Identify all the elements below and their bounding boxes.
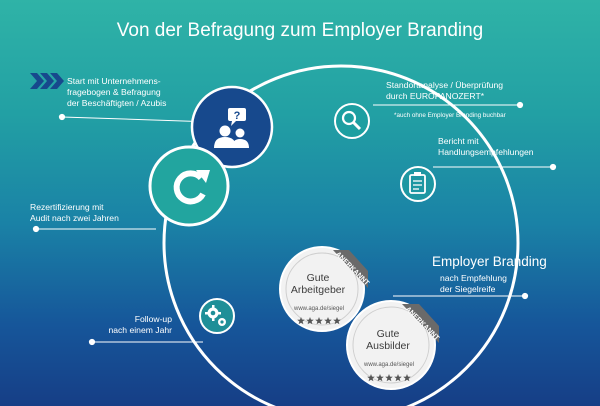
seal-star <box>367 374 375 382</box>
seal-gute-arbeitgeber: ANERKANNT Gute Arbeitgeber www.aga.de/si… <box>279 246 371 332</box>
report-label-line: Bericht mit <box>438 136 479 146</box>
seal-star <box>376 374 384 382</box>
follow-up-label-line: Follow-up <box>134 314 172 324</box>
seal-star <box>297 317 305 325</box>
site-analysis-note: *auch ohne Employer Branding buchbar <box>394 112 506 119</box>
report-node <box>400 166 436 202</box>
clipboard-icon <box>409 172 426 194</box>
follow-up-node <box>199 298 235 334</box>
recert-label-line: Audit nach zwei Jahren <box>30 213 119 223</box>
survey-label-line: der Beschäftigten / Azubis <box>67 98 167 108</box>
refresh-icon <box>173 170 210 205</box>
site-analysis-label: Standortanalyse / Überprüfung durch EURO… <box>386 80 576 102</box>
report-leader-dot <box>549 163 557 171</box>
seal-star <box>324 317 332 325</box>
start-arrows-icon <box>30 73 64 89</box>
seal-star <box>403 374 411 382</box>
recert-node <box>148 145 230 227</box>
eb-leader-dot <box>521 292 529 300</box>
seal-line-2: Ausbilder <box>366 340 410 352</box>
seal-star <box>385 374 393 382</box>
seal-star <box>306 317 314 325</box>
seal-line-1: Gute <box>307 272 330 284</box>
recert-leader-dot <box>32 225 40 233</box>
seal-line-2: Arbeitgeber <box>291 284 346 296</box>
follow-up-label-line: nach einem Jahr <box>108 325 172 335</box>
magnifier-icon <box>341 110 362 131</box>
site-analysis-label-line: Standortanalyse / Überprüfung <box>386 80 504 90</box>
seal-url: www.aga.de/siegel <box>293 306 344 312</box>
survey-people-icon: ? <box>214 108 249 148</box>
follow-up-label: Follow-up nach einem Jahr <box>60 314 172 336</box>
gears-icon <box>205 305 226 326</box>
seal-stars <box>297 317 341 325</box>
seal-star <box>315 317 323 325</box>
report-label-line: Handlungsempfehlungen <box>438 147 534 157</box>
seal-star <box>333 317 341 325</box>
seal-url: www.aga.de/siegel <box>363 362 414 368</box>
survey-node: ? <box>190 85 274 169</box>
svg-text:?: ? <box>234 110 241 122</box>
recert-label-line: Rezertifizierung mit <box>30 202 104 212</box>
employer-branding-label: nach Empfehlung der Siegelreife <box>440 273 580 295</box>
cycle-ring <box>162 64 520 406</box>
seal-gute-ausbilder: ANERKANNT Gute Ausbilder www.aga.de/sieg… <box>346 300 441 390</box>
site-analysis-leader-dot <box>516 101 524 109</box>
site-analysis-node <box>334 103 370 139</box>
seal-stars <box>367 374 411 382</box>
eb-label-line: der Siegelreife <box>440 284 496 294</box>
seal-star <box>394 374 402 382</box>
seal-line-1: Gute <box>377 328 400 340</box>
survey-label-line: Start mit Unternehmens- <box>67 76 161 86</box>
report-label: Bericht mit Handlungsempfehlungen <box>438 136 578 158</box>
eb-label-line: nach Empfehlung <box>440 273 507 283</box>
page-title: Von der Befragung zum Employer Branding <box>116 20 484 41</box>
site-analysis-label-line: durch EUROPANOZERT* <box>386 91 485 101</box>
employer-branding-title: Employer Branding <box>432 254 547 269</box>
survey-leader-dot <box>58 113 66 121</box>
recert-label: Rezertifizierung mit Audit nach zwei Jah… <box>30 202 170 224</box>
survey-label-line: fragebogen & Befragung <box>67 87 161 97</box>
survey-leader-line <box>61 116 214 123</box>
follow-up-leader-dot <box>88 338 96 346</box>
survey-label: Start mit Unternehmens- fragebogen & Bef… <box>67 76 227 109</box>
